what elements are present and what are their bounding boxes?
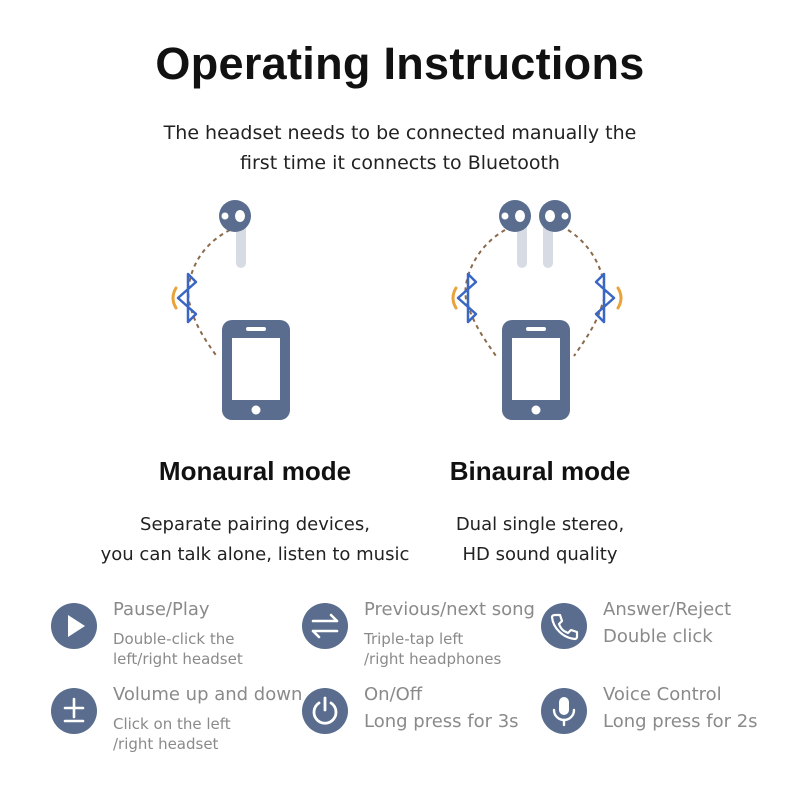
feature-name: Answer/Reject — [603, 599, 732, 620]
monaural-mode-description: Separate pairing devices, you can talk a… — [55, 510, 455, 570]
binaural-desc-line-2: HD sound quality — [462, 544, 618, 565]
feature-desc-line: /right headphones — [364, 650, 502, 668]
phone-device-icon — [502, 320, 570, 420]
swap-arrows-icon — [302, 603, 348, 649]
feature-description: Double click — [603, 627, 713, 647]
feature-desc-line: /right headset — [113, 735, 219, 753]
earbud-icon — [219, 200, 251, 268]
feature-desc-line: Long press for 3s — [364, 711, 519, 732]
binaural-desc-line-1: Dual single stereo, — [455, 514, 625, 535]
feature-name: Previous/next song — [364, 599, 535, 620]
power-icon — [302, 688, 348, 734]
earbud-left-icon — [499, 200, 531, 268]
monaural-desc-line-2: you can talk alone, listen to music — [100, 544, 410, 565]
feature-description: Triple-tap left /right headphones — [364, 629, 501, 669]
binaural-mode-description: Dual single stereo, HD sound quality — [390, 510, 690, 570]
feature-desc-line: Triple-tap left — [364, 630, 464, 648]
microphone-icon — [541, 688, 587, 734]
feature-description: Double-click the left/right headset — [113, 629, 243, 669]
play-icon — [51, 603, 97, 649]
binaural-mode-title: Binaural mode — [449, 456, 631, 486]
feature-desc-line: left/right headset — [113, 650, 243, 668]
intro-text: The headset needs to be connected manual… — [100, 118, 700, 178]
bluetooth-right-icon — [594, 272, 623, 324]
intro-line-2: first time it connects to Bluetooth — [240, 152, 560, 174]
connection-arc-right — [567, 229, 606, 357]
binaural-illustration — [451, 200, 623, 420]
connection-arc-left — [464, 229, 506, 357]
feature-description: Click on the left /right headset — [113, 714, 231, 754]
feature-description: Long press for 3s — [364, 712, 519, 732]
feature-desc-line: Double click — [603, 626, 713, 647]
feature-desc-line: Double-click the — [113, 630, 235, 648]
bluetooth-icon — [171, 272, 198, 324]
feature-name: Pause/Play — [113, 599, 210, 620]
page-title: Operating Instructions — [155, 38, 645, 89]
monaural-illustration — [171, 200, 290, 420]
feature-name: Voice Control — [603, 684, 722, 705]
earbud-right-icon — [539, 200, 571, 268]
plus-minus-icon — [51, 688, 97, 734]
feature-name: On/Off — [364, 684, 423, 705]
feature-desc-line: Long press for 2s — [603, 711, 758, 732]
feature-description: Long press for 2s — [603, 712, 758, 732]
bluetooth-left-icon — [451, 272, 478, 324]
connection-arc — [187, 229, 231, 359]
phone-icon — [541, 603, 587, 649]
phone-device-icon — [222, 320, 290, 420]
intro-line-1: The headset needs to be connected manual… — [163, 122, 637, 144]
monaural-mode-title: Monaural mode — [158, 456, 352, 486]
feature-name: Volume up and down — [113, 684, 303, 705]
feature-desc-line: Click on the left — [113, 715, 231, 733]
monaural-desc-line-1: Separate pairing devices, — [140, 514, 370, 535]
